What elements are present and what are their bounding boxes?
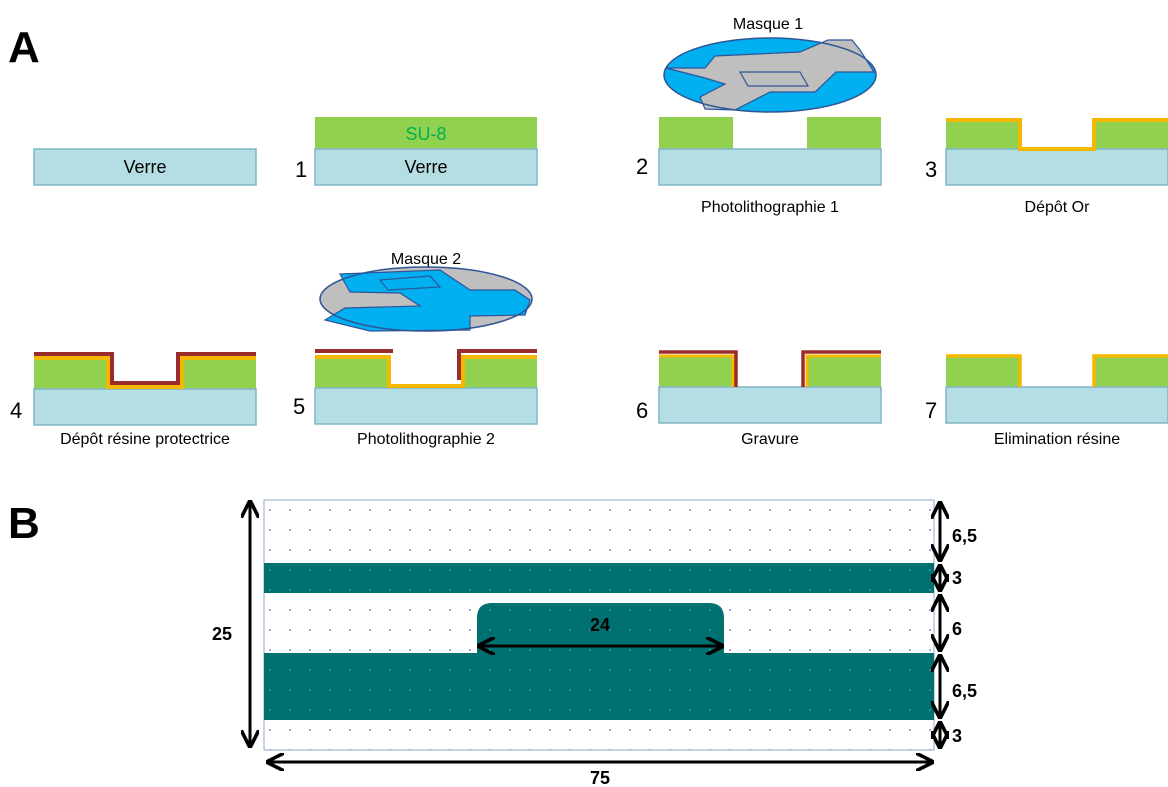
mask-1: Masque 1 bbox=[663, 16, 877, 113]
base-substrate-label: Verre bbox=[123, 157, 166, 177]
step-2-caption: Photolithographie 1 bbox=[701, 199, 839, 216]
dim-gap: 6 bbox=[952, 619, 962, 639]
step-6-number: 6 bbox=[636, 398, 648, 423]
step-4: 4 Dépôt résine protectrice bbox=[10, 352, 257, 448]
mask-2: Masque 2 bbox=[319, 251, 533, 332]
dim-top-margin: 6,5 bbox=[952, 526, 977, 546]
dim-center-width: 24 bbox=[590, 615, 610, 635]
step-3-caption: Dépôt Or bbox=[1025, 199, 1091, 216]
step-7: 7 Elimination résine bbox=[925, 354, 1168, 448]
step-2: 2 Photolithographie 1 bbox=[636, 117, 882, 216]
step-3: 3 Dépôt Or bbox=[925, 118, 1168, 216]
step-7-number: 7 bbox=[925, 398, 937, 423]
dim-upper-strip: 3 bbox=[952, 568, 962, 588]
dim-bottom-margin: 3 bbox=[952, 726, 962, 746]
step-5-number: 5 bbox=[293, 394, 305, 419]
dim-width-total: 75 bbox=[590, 768, 610, 787]
dim-lower-block: 6,5 bbox=[952, 681, 977, 701]
step-4-caption: Dépôt résine protectrice bbox=[60, 431, 230, 448]
step-3-number: 3 bbox=[925, 157, 937, 182]
step-5-caption: Photolithographie 2 bbox=[357, 431, 495, 448]
base-substrate: Verre bbox=[33, 148, 257, 186]
dim-height-total: 25 bbox=[212, 624, 232, 644]
step-6: 6 Gravure bbox=[636, 350, 882, 448]
su8-label: SU-8 bbox=[405, 124, 446, 144]
step-4-number: 4 bbox=[10, 398, 22, 423]
electrode-layout bbox=[263, 499, 935, 751]
step-1: 1 SU-8 Verre bbox=[295, 117, 538, 186]
step-2-number: 2 bbox=[636, 154, 648, 179]
panel-b-letter: B bbox=[8, 499, 40, 548]
step-5: 5 Photolithographie 2 bbox=[293, 349, 538, 448]
mask-1-title: Masque 1 bbox=[733, 16, 803, 33]
step-7-caption: Elimination résine bbox=[994, 431, 1120, 448]
dimension-arrows bbox=[250, 502, 940, 762]
step-1-substrate-label: Verre bbox=[404, 157, 447, 177]
step-6-caption: Gravure bbox=[741, 431, 799, 448]
mask-2-title: Masque 2 bbox=[391, 251, 461, 268]
step-1-number: 1 bbox=[295, 157, 307, 182]
panel-a-letter: A bbox=[8, 23, 40, 72]
